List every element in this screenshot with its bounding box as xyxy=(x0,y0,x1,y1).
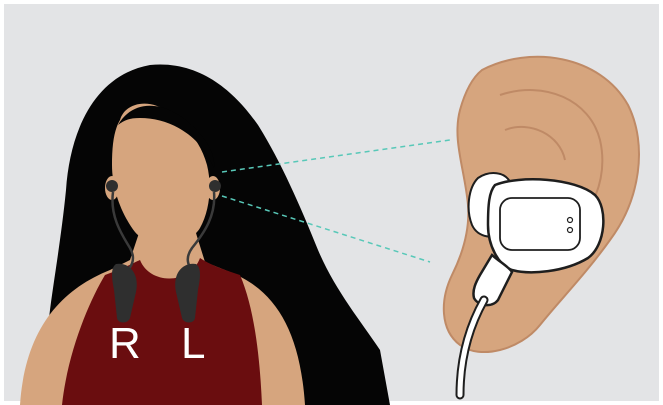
right-label: R xyxy=(109,322,141,366)
right-earbud xyxy=(106,180,118,192)
earbud-panel xyxy=(500,198,580,250)
left-label: L xyxy=(181,322,205,366)
left-earbud xyxy=(209,180,221,192)
